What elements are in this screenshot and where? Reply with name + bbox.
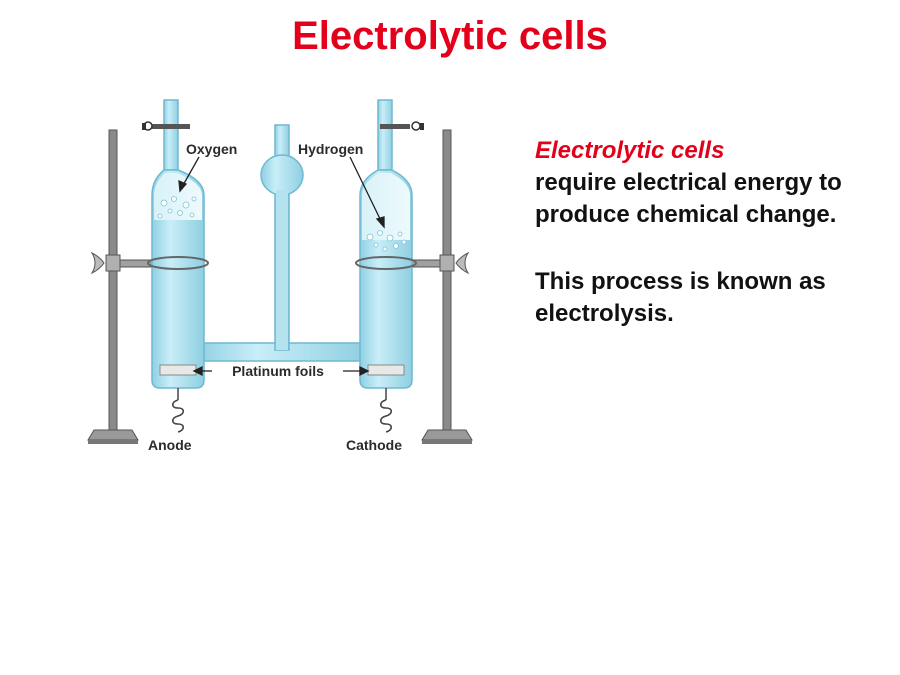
highlighted-term: Electrolytic cells — [535, 137, 725, 164]
hydrogen-label: Hydrogen — [298, 141, 363, 157]
cathode-label: Cathode — [346, 437, 402, 453]
platinum-foils-label: Platinum foils — [232, 363, 324, 379]
center-reservoir — [260, 124, 304, 351]
definition-rest: require electrical energy to produce che… — [535, 169, 842, 228]
left-ring-stand — [87, 129, 158, 444]
slide-title: Electrolytic cells — [292, 14, 608, 58]
anode-tube — [142, 99, 209, 433]
electrolysis-apparatus-diagram: Oxygen Hydrogen Platinum foils Anode Cat… — [82, 95, 482, 465]
label-arrows — [178, 156, 385, 377]
process-paragraph: This process is known as electrolysis. — [535, 268, 826, 327]
explanation-text: Electrolytic cells require electrical en… — [535, 135, 865, 330]
cathode-tube — [355, 99, 424, 433]
oxygen-label: Oxygen — [186, 141, 237, 157]
definition-paragraph: Electrolytic cells require electrical en… — [535, 135, 865, 231]
right-ring-stand — [406, 129, 473, 444]
anode-label: Anode — [148, 437, 192, 453]
